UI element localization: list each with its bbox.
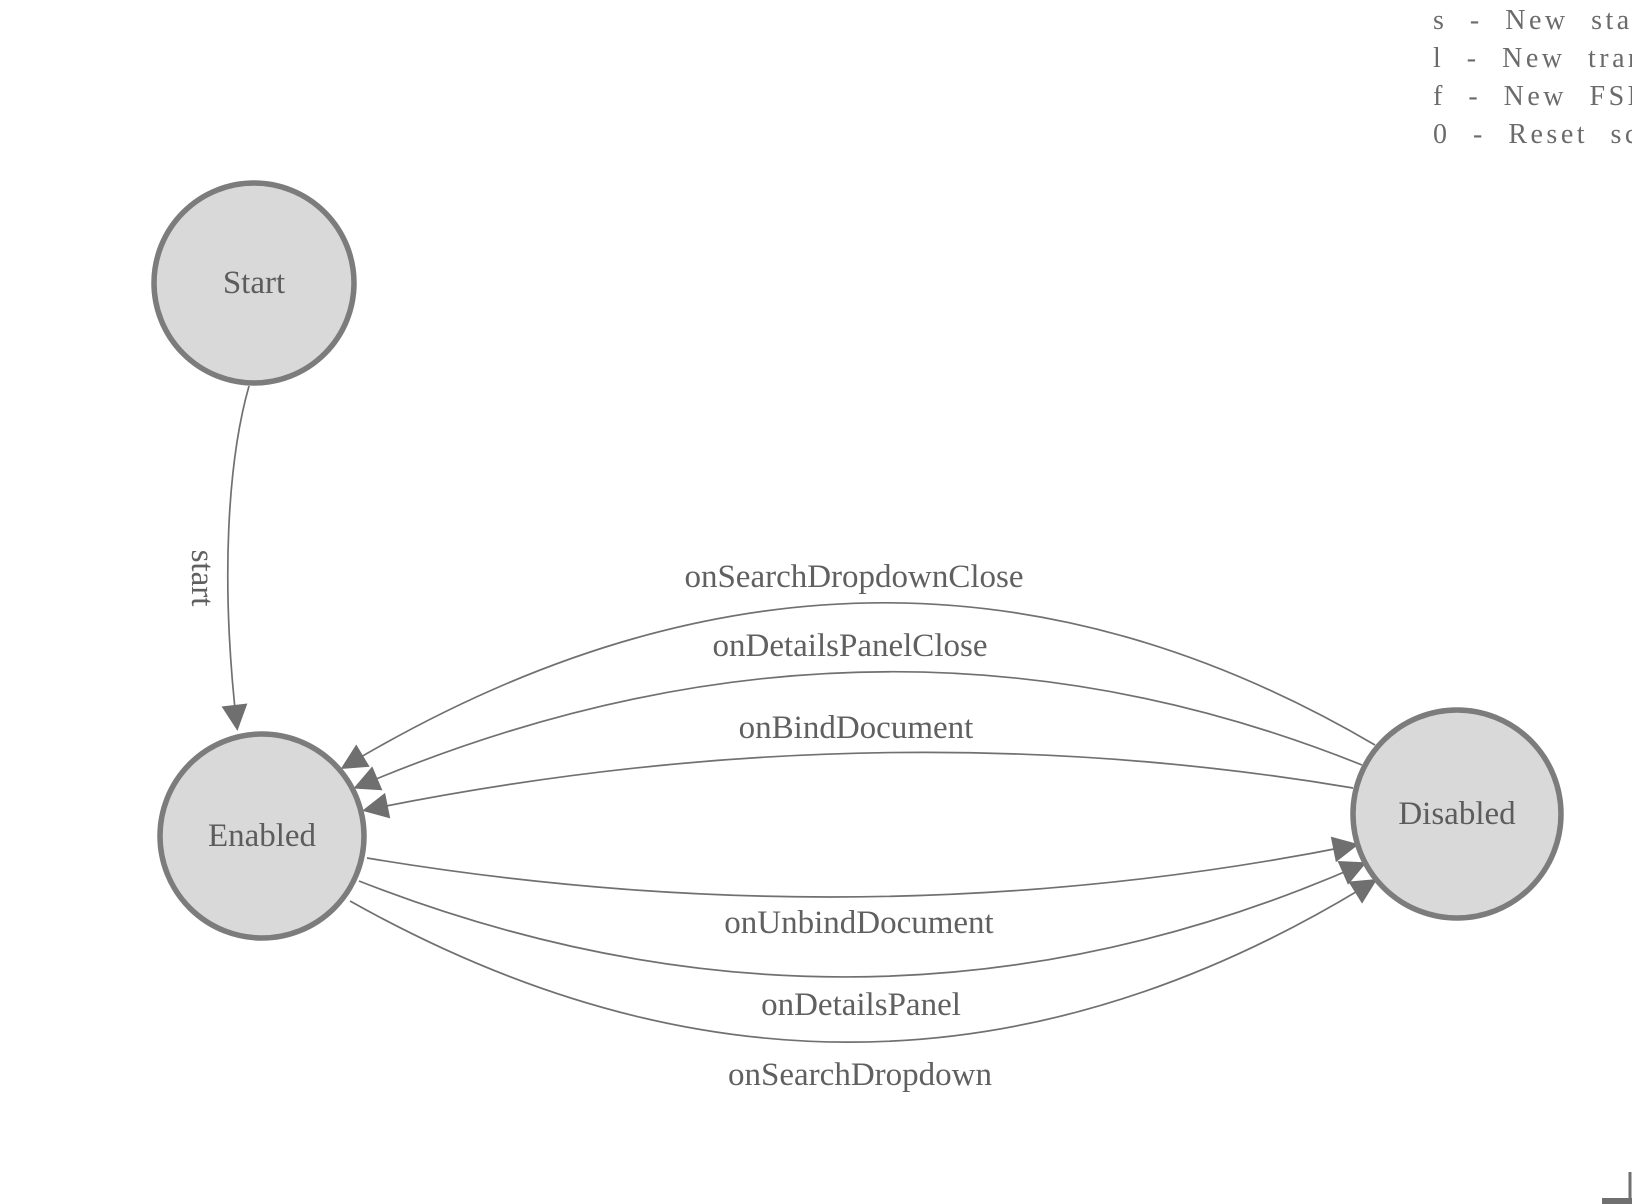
transition-edge-onDetailsPanelClose[interactable] xyxy=(353,670,1363,791)
state-circle-enabled-state[interactable] xyxy=(157,731,367,941)
state-label-start-state: Start xyxy=(223,265,285,301)
transition-edge-onSearchDropdown[interactable] xyxy=(349,878,1378,1043)
transition-edge-onDetailsPanel[interactable] xyxy=(358,860,1367,978)
transition-label-onUnbindDocument: onUnbindDocument xyxy=(724,905,993,941)
transition-edge-onSearchDropdownClose[interactable] xyxy=(340,602,1376,770)
state-label-disabled-state: Disabled xyxy=(1398,796,1516,832)
transition-label-start: start xyxy=(184,550,220,607)
transition-label-onDetailsPanelClose: onDetailsPanelClose xyxy=(713,628,988,664)
keyboard-legend: s - New sta l - New tran f - New FSM 0 -… xyxy=(1433,2,1632,154)
state-circle-start-state[interactable] xyxy=(151,180,357,386)
transition-label-onDetailsPanel: onDetailsPanel xyxy=(761,987,961,1023)
legend-item-new-state: s - New sta xyxy=(1433,5,1632,36)
transition-edge-start[interactable] xyxy=(221,385,250,731)
transition-label-onSearchDropdown: onSearchDropdown xyxy=(728,1057,992,1093)
corner-mark-horizontal xyxy=(1602,1198,1632,1204)
legend-item-reset: 0 - Reset sca xyxy=(1433,119,1632,150)
legend-item-new-transition: l - New tran xyxy=(1433,43,1632,74)
state-circle-disabled-state[interactable] xyxy=(1350,707,1564,921)
transition-edge-onBindDocument[interactable] xyxy=(362,751,1354,819)
corner-mark-vertical xyxy=(1628,1172,1632,1201)
transition-label-onBindDocument: onBindDocument xyxy=(739,710,974,746)
legend-item-new-fsm: f - New FSM xyxy=(1433,81,1632,112)
state-label-enabled-state: Enabled xyxy=(208,818,317,854)
transition-label-onSearchDropdownClose: onSearchDropdownClose xyxy=(684,559,1023,595)
transition-edge-onUnbindDocument[interactable] xyxy=(366,836,1359,898)
